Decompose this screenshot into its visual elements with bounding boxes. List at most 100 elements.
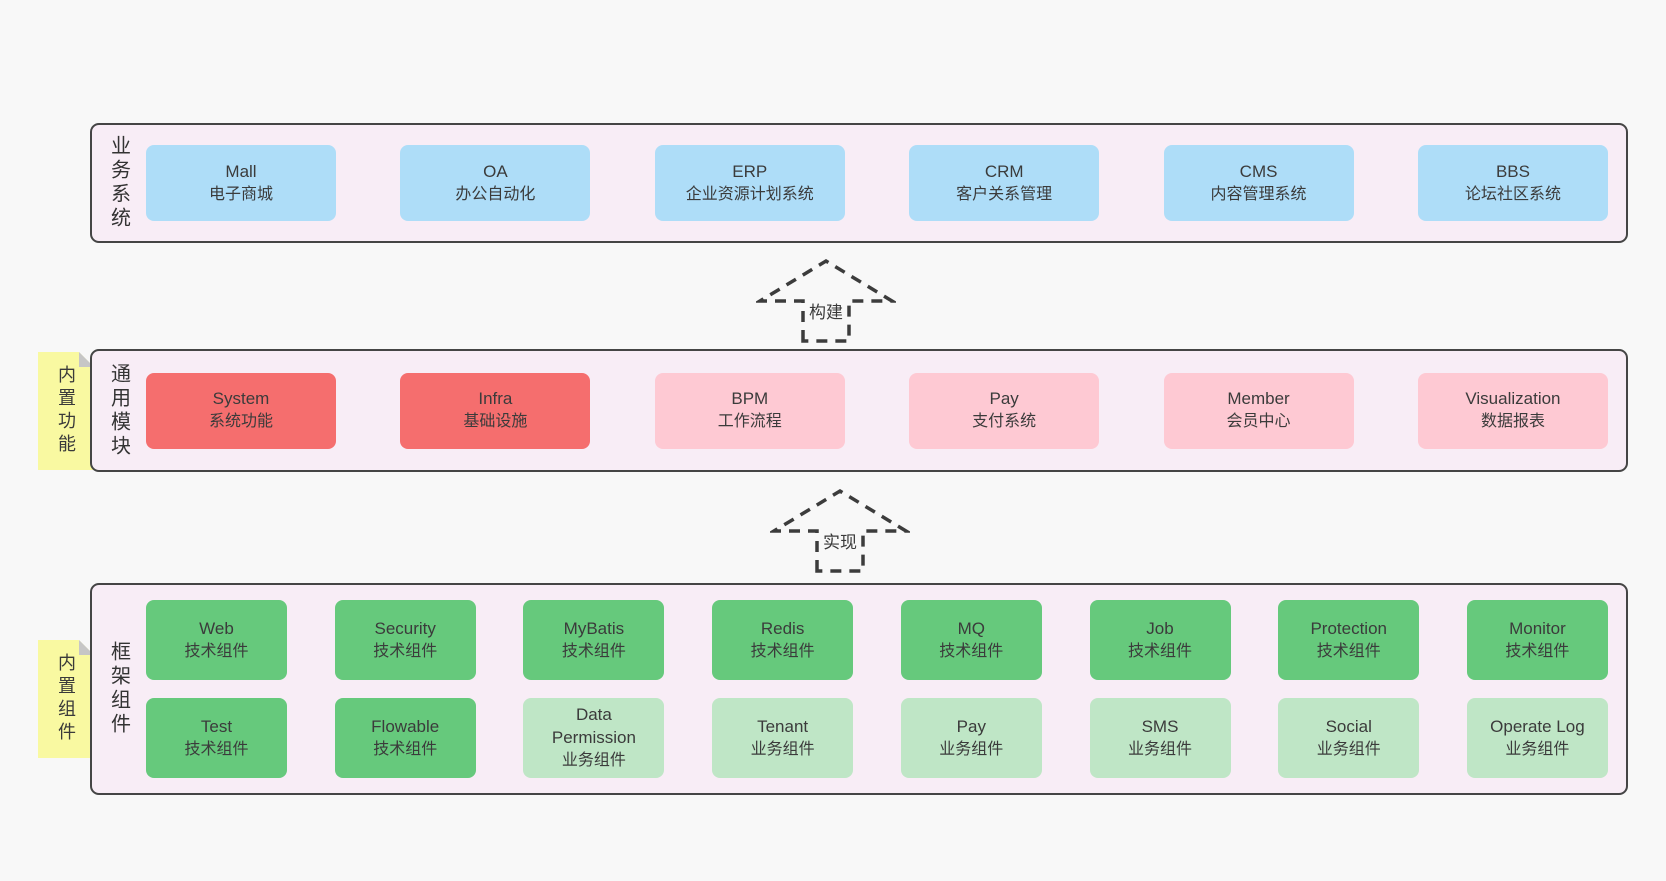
node-name: System bbox=[212, 389, 270, 409]
band-common-modules: 通用模块 System 系统功能 Infra 基础设施 BPM 工作流程 Pay… bbox=[90, 349, 1628, 472]
sticky-note-builtin-features: 内置功能 bbox=[38, 352, 94, 470]
node-name: MyBatis bbox=[563, 618, 625, 638]
node-visualization: Visualization 数据报表 bbox=[1417, 372, 1608, 449]
up-arrow-dashed-icon bbox=[770, 488, 910, 573]
node-job: Job 技术组件 bbox=[1089, 600, 1231, 680]
node-name: Pay bbox=[989, 389, 1019, 409]
node-subtitle: 论坛社区系统 bbox=[1464, 185, 1561, 203]
node-web: Web 技术组件 bbox=[146, 600, 287, 680]
node-tenant: Tenant 业务组件 bbox=[712, 698, 854, 778]
node-social: Social 业务组件 bbox=[1278, 698, 1420, 778]
node-name: Mall bbox=[225, 161, 257, 181]
node-subtitle: 工作流程 bbox=[717, 413, 782, 431]
node-mq: MQ 技术组件 bbox=[900, 600, 1042, 680]
node-bbs: BBS 论坛社区系统 bbox=[1417, 145, 1608, 221]
node-member: Member 会员中心 bbox=[1163, 372, 1354, 449]
sticky-note-builtin-components: 内置组件 bbox=[38, 640, 94, 758]
node-name: Infra bbox=[478, 389, 513, 409]
node-name: BPM bbox=[731, 389, 769, 409]
node-subtitle: 技术组件 bbox=[184, 740, 249, 758]
node-flowable: Flowable 技术组件 bbox=[334, 698, 476, 778]
node-name: Visualization bbox=[1465, 389, 1561, 409]
band-boxes: System 系统功能 Infra 基础设施 BPM 工作流程 Pay 支付系统… bbox=[146, 351, 1626, 470]
node-name: MQ bbox=[957, 618, 985, 638]
node-mybatis: MyBatis 技术组件 bbox=[523, 600, 665, 680]
band-label-business-systems: 业务系统 bbox=[107, 135, 130, 231]
node-subtitle: 技术组件 bbox=[184, 642, 249, 660]
node-protection: Protection 技术组件 bbox=[1278, 600, 1420, 680]
node-subtitle: 技术组件 bbox=[750, 642, 815, 660]
node-oa: OA 办公自动化 bbox=[400, 145, 591, 221]
node-name: Operate Log bbox=[1490, 716, 1585, 736]
node-name: OA bbox=[483, 161, 508, 181]
node-name: Data Permission bbox=[551, 705, 636, 748]
arrow-build-label: 构建 bbox=[806, 297, 846, 324]
node-test: Test 技术组件 bbox=[146, 698, 287, 778]
node-subtitle: 技术组件 bbox=[373, 642, 438, 660]
node-subtitle: 电子商城 bbox=[208, 185, 273, 203]
node-subtitle: 支付系统 bbox=[972, 413, 1037, 431]
up-arrow-dashed-icon bbox=[756, 258, 896, 343]
node-subtitle: 数据报表 bbox=[1480, 413, 1545, 431]
node-subtitle: 企业资源计划系统 bbox=[685, 185, 814, 203]
node-subtitle: 基础设施 bbox=[463, 413, 528, 431]
band-business-systems: 业务系统 Mall 电子商城 OA 办公自动化 ERP 企业资源计划系统 CRM… bbox=[90, 123, 1628, 243]
node-pay: Pay 支付系统 bbox=[909, 372, 1100, 449]
sticky-note-label: 内置功能 bbox=[56, 365, 76, 457]
arrow-implement: 实现 bbox=[770, 487, 910, 573]
node-name: Web bbox=[199, 618, 234, 638]
node-name: Member bbox=[1227, 389, 1290, 409]
node-name: SMS bbox=[1141, 716, 1179, 736]
node-subtitle: 办公自动化 bbox=[455, 185, 536, 203]
node-name: CRM bbox=[984, 161, 1024, 181]
node-subtitle: 技术组件 bbox=[1505, 642, 1570, 660]
node-name: Monitor bbox=[1509, 618, 1566, 638]
node-name: Redis bbox=[760, 618, 805, 638]
node-cms: CMS 内容管理系统 bbox=[1163, 145, 1354, 221]
node-monitor: Monitor 技术组件 bbox=[1466, 600, 1608, 680]
band-boxes: Mall 电子商城 OA 办公自动化 ERP 企业资源计划系统 CRM 客户关系… bbox=[146, 125, 1626, 241]
node-system: System 系统功能 bbox=[146, 372, 336, 449]
node-subtitle: 业务组件 bbox=[1128, 740, 1193, 758]
node-subtitle: 会员中心 bbox=[1226, 413, 1291, 431]
node-name: Tenant bbox=[757, 716, 809, 736]
node-erp: ERP 企业资源计划系统 bbox=[654, 145, 845, 221]
node-subtitle: 技术组件 bbox=[1128, 642, 1193, 660]
node-name: Security bbox=[374, 618, 436, 638]
node-bpm: BPM 工作流程 bbox=[654, 372, 845, 449]
node-subtitle: 业务组件 bbox=[561, 752, 626, 770]
node-subtitle: 业务组件 bbox=[750, 740, 815, 758]
band-label-common-modules: 通用模块 bbox=[107, 362, 130, 459]
arrow-implement-label: 实现 bbox=[820, 527, 860, 554]
node-operate-log: Operate Log 业务组件 bbox=[1466, 698, 1608, 778]
node-infra: Infra 基础设施 bbox=[400, 372, 591, 449]
node-name: CMS bbox=[1239, 161, 1278, 181]
node-subtitle: 业务组件 bbox=[1316, 740, 1381, 758]
node-name: ERP bbox=[732, 161, 768, 181]
node-subtitle: 业务组件 bbox=[1505, 740, 1570, 758]
component-row-1: Web 技术组件 Security 技术组件 MyBatis 技术组件 Redi… bbox=[146, 600, 1608, 680]
node-security: Security 技术组件 bbox=[334, 600, 476, 680]
band-rows: Web 技术组件 Security 技术组件 MyBatis 技术组件 Redi… bbox=[146, 585, 1626, 793]
node-name: BBS bbox=[1495, 161, 1530, 181]
node-subtitle: 内容管理系统 bbox=[1210, 185, 1307, 203]
arrow-build: 构建 bbox=[756, 257, 896, 343]
node-name: Flowable bbox=[371, 716, 440, 736]
sticky-note-label: 内置组件 bbox=[56, 653, 76, 745]
node-mall: Mall 电子商城 bbox=[146, 145, 336, 221]
band-label-framework-components: 框架组件 bbox=[107, 641, 130, 737]
node-data-permission: Data Permission 业务组件 bbox=[523, 698, 665, 778]
band-framework-components: 框架组件 Web 技术组件 Security 技术组件 MyBatis 技术组件… bbox=[90, 583, 1628, 795]
node-name: Protection bbox=[1310, 618, 1387, 638]
node-subtitle: 客户关系管理 bbox=[956, 185, 1053, 203]
node-name: Pay bbox=[956, 716, 986, 736]
component-row-2: Test 技术组件 Flowable 技术组件 Data Permission … bbox=[146, 698, 1608, 778]
node-subtitle: 技术组件 bbox=[373, 740, 438, 758]
node-subtitle: 技术组件 bbox=[1316, 642, 1381, 660]
node-crm: CRM 客户关系管理 bbox=[909, 145, 1100, 221]
node-sms: SMS 业务组件 bbox=[1089, 698, 1231, 778]
node-name: Social bbox=[1325, 716, 1372, 736]
node-subtitle: 技术组件 bbox=[939, 642, 1004, 660]
node-name: Test bbox=[200, 716, 233, 736]
